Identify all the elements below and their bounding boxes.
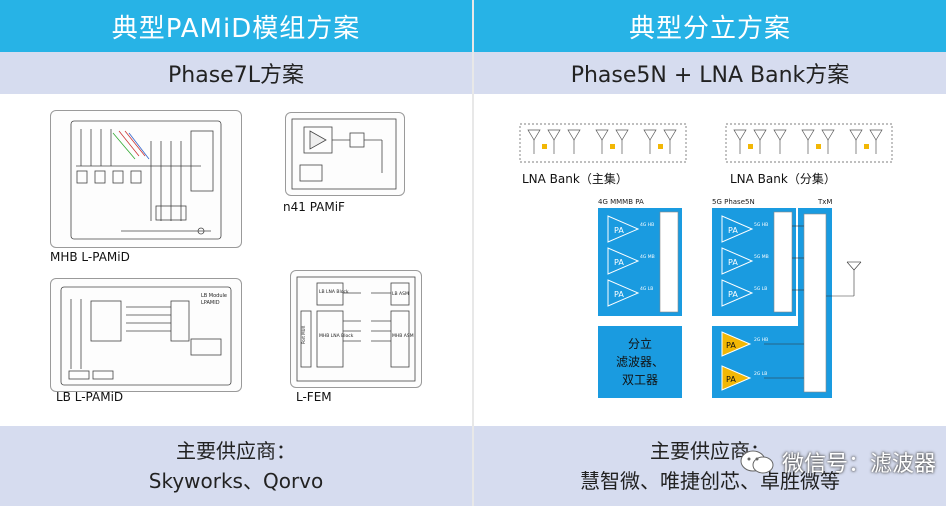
- lna-bank-main-diagram: [518, 122, 688, 166]
- lb-caption: LB L-PAMiD: [56, 390, 124, 404]
- txm-title: TxM: [817, 198, 832, 206]
- left-footer: 主要供应商： Skyworks、Qorvo: [0, 426, 472, 506]
- pa4g-label-2: PA: [614, 258, 624, 267]
- right-suppliers: 慧智微、唯捷创芯、卓胜微等: [580, 469, 840, 493]
- lna-main-caption: LNA Bank（主集）: [522, 172, 628, 186]
- pa4g-band-2: 4G MB: [640, 254, 655, 260]
- lfem-caption: L-FEM: [296, 390, 332, 404]
- pa4g-label-3: PA: [614, 290, 624, 299]
- mhb-schematic-svg: [70, 120, 222, 240]
- lpamid-label: LPAMID: [201, 300, 220, 306]
- left-supplier-label: 主要供应商：: [176, 439, 296, 463]
- pa2g-amp-1: [721, 331, 752, 357]
- pa5g-label-3: PA: [728, 290, 738, 299]
- left-column: 典型PAMiD模组方案 Phase7L方案: [0, 0, 472, 506]
- lb-schematic-svg: LB Module LPAMID: [60, 286, 232, 386]
- n41-pamif-diagram: [285, 112, 405, 196]
- right-footer: 主要供应商： 慧智微、唯捷创芯、卓胜微等: [474, 426, 946, 506]
- pa4g-label-1: PA: [614, 226, 624, 235]
- right-header: 典型分立方案: [474, 0, 946, 52]
- left-header: 典型PAMiD模组方案: [0, 0, 472, 52]
- lfem-schematic-svg: LB LNA Block MHB LNA Block LB ASM MHB AS…: [296, 276, 416, 382]
- pa5g-label-1: PA: [728, 226, 738, 235]
- lna-div-caption: LNA Bank（分集）: [730, 172, 836, 186]
- lb-asm-label: LB ASM: [392, 291, 409, 297]
- lna-main-svg: [519, 123, 687, 163]
- mhb-lna-label: MHB LNA Block: [319, 333, 354, 339]
- pa5g-band-3: 5G LB: [754, 286, 767, 292]
- pa5g-band-1: 5G HB: [754, 222, 768, 228]
- lb-lpamid-diagram: LB Module LPAMID: [50, 278, 242, 392]
- filter-text-2: 滤波器、: [616, 355, 664, 369]
- left-suppliers: Skyworks、Qorvo: [148, 469, 324, 493]
- pa4g-title: 4G MMMB PA: [598, 198, 644, 206]
- wechat-icon: [740, 450, 774, 474]
- pa4g-band-1: 4G HB: [640, 222, 654, 228]
- lna-div-svg: [725, 123, 893, 163]
- mhb-asm-label: MHB ASM: [392, 333, 414, 339]
- pa2g-band-2: 2G LB: [754, 371, 767, 377]
- lfem-diagram: LB LNA Block MHB LNA Block LB ASM MHB AS…: [290, 270, 422, 388]
- lb-lna-label: LB LNA Block: [319, 289, 349, 295]
- n41-schematic-svg: [291, 118, 397, 190]
- pa2g-label-2: PA: [726, 375, 736, 384]
- pa5g-band-2: 5G MB: [754, 254, 769, 260]
- pa2g-label-1: PA: [726, 341, 736, 350]
- pa4g-band-3: 4G LB: [640, 286, 653, 292]
- watermark: 微信号：滤波器: [740, 446, 936, 478]
- filter-text-1: 分立: [628, 336, 652, 351]
- pa2g-band-1: 2G HB: [754, 337, 768, 343]
- lb-module-label: LB Module: [201, 293, 227, 299]
- column-divider: [472, 0, 474, 506]
- pa5g-title: 5G Phase5N: [712, 198, 755, 206]
- mhb-caption: MHB L-PAMiD: [50, 250, 130, 264]
- pa4g-amp-3: [607, 279, 640, 307]
- right-body: LNA Bank（主集） LNA Bank（分集）: [474, 94, 946, 426]
- watermark-text: 微信号：滤波器: [781, 452, 936, 477]
- filter-block: [598, 326, 682, 398]
- pa5g-amp-3: [721, 279, 754, 307]
- pa5g-label-2: PA: [728, 258, 738, 267]
- pa4g-amp-1: [607, 215, 640, 243]
- left-subheader: Phase7L方案: [0, 52, 472, 94]
- filter-text-3: 双工器: [622, 373, 658, 387]
- n41-caption: n41 PAMiF: [283, 200, 345, 214]
- pa4g-amp-2: [607, 247, 640, 275]
- pa2g-amp-2: [721, 365, 752, 391]
- left-body: MHB L-PAMiD n41 PAMiF: [0, 94, 472, 426]
- pa5g-amp-1: [721, 215, 754, 243]
- right-column: 典型分立方案 Phase5N + LNA Bank方案 LNA Ban: [474, 0, 946, 506]
- pa-block-diagram: 4G MMMB PA 5G Phase5N TxM PA PA PA 4G HB…: [598, 198, 862, 398]
- pa5g-amp-2: [721, 247, 754, 275]
- mhb-lpamid-diagram: [50, 110, 242, 248]
- lna-bank-div-diagram: [724, 122, 894, 166]
- port-mux-label: Port MUX: [301, 325, 306, 344]
- right-subheader: Phase5N + LNA Bank方案: [474, 52, 946, 94]
